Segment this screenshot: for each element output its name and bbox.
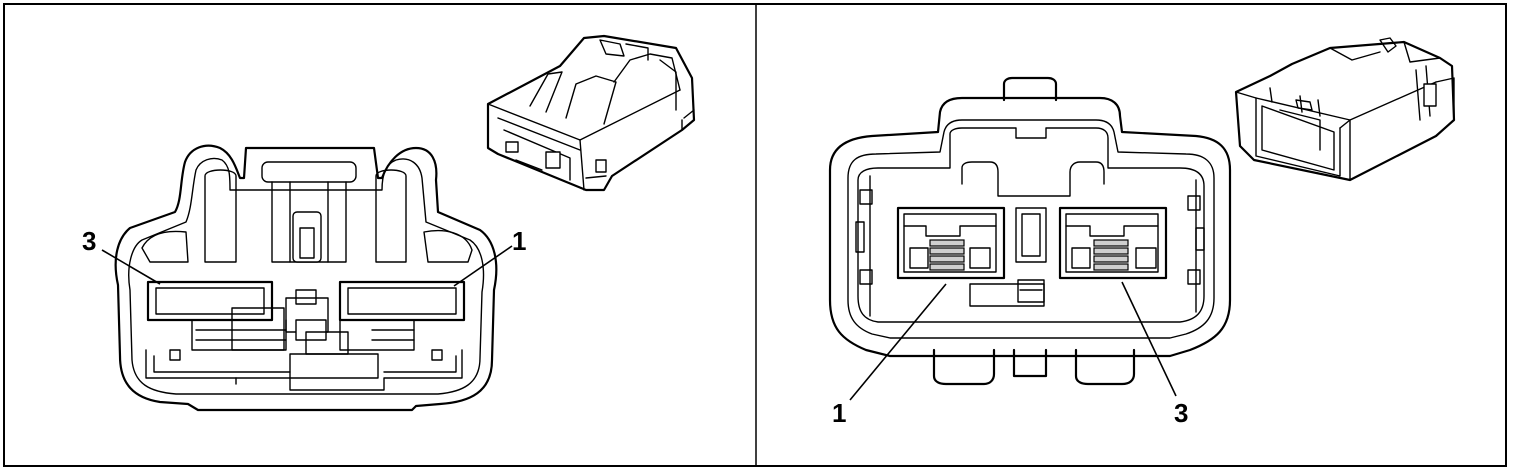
- male-connector-iso-view: [1234, 37, 1456, 182]
- left-panel: 3 1: [82, 34, 696, 412]
- right-panel: 1 3: [828, 37, 1456, 428]
- cavity-label-left: 3: [82, 226, 96, 256]
- leader-line-right: [1121, 281, 1177, 397]
- terminal-1: [896, 206, 1006, 280]
- female-connector-face-view: [114, 144, 498, 412]
- cavity-3: [146, 280, 274, 322]
- terminal-label-right: 3: [1174, 398, 1188, 428]
- cavity-label-right: 1: [512, 226, 526, 256]
- leader-line-right: [453, 245, 513, 287]
- figure-frame: [3, 3, 1507, 467]
- terminal-3: [1058, 206, 1168, 280]
- leader-line-left: [101, 249, 161, 285]
- female-connector-iso-view: [486, 34, 696, 192]
- cavity-1: [338, 280, 466, 322]
- leader-line-left: [849, 283, 947, 401]
- terminal-label-left: 1: [832, 398, 846, 428]
- male-connector-face-view: [828, 76, 1232, 386]
